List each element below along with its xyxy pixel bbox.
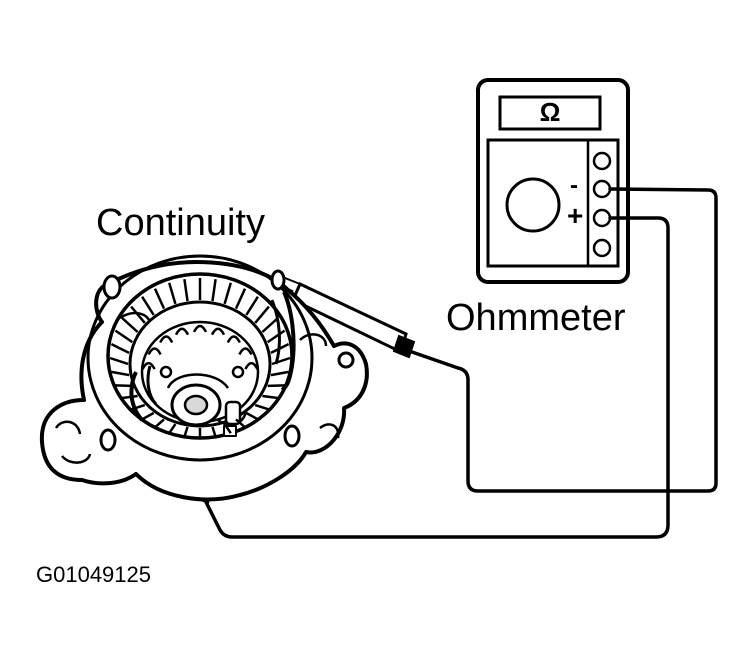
- ohmmeter: [476, 78, 630, 284]
- negative-terminal-label: -: [570, 172, 578, 199]
- positive-lead-wire: [203, 216, 670, 539]
- stator-tooth: [141, 411, 155, 421]
- stator-tooth: [211, 426, 217, 438]
- positive-terminal-label: +: [567, 200, 584, 231]
- negative-lead-wire: [410, 187, 718, 493]
- outer-ring: [86, 254, 314, 462]
- winding-lead-right: [280, 291, 296, 392]
- stator-tooth: [183, 279, 189, 302]
- ohm-unit-symbol: Ω: [539, 97, 561, 127]
- winding-loop: [174, 327, 190, 336]
- stator-tooth: [111, 370, 130, 377]
- winding-loop: [141, 361, 156, 370]
- stator-tooth: [223, 423, 232, 434]
- stator-tooth: [168, 423, 177, 434]
- stator-tooth: [271, 356, 291, 366]
- stator-tooth: [114, 329, 134, 344]
- stator-tooth: [270, 342, 290, 355]
- stator-tooth: [154, 418, 165, 429]
- stator-tooth: [130, 305, 146, 324]
- stator-tooth: [254, 403, 270, 411]
- stator-tooth: [267, 384, 285, 388]
- continuity-label: Continuity: [96, 202, 265, 244]
- stator-tooth: [266, 329, 286, 344]
- stator-tooth: [121, 394, 138, 400]
- winding-loop: [192, 324, 208, 333]
- stator-tooth: [254, 305, 270, 324]
- stator-tooth: [141, 296, 155, 316]
- ohmmeter-display: [498, 95, 602, 131]
- stator-tooth: [115, 384, 133, 388]
- stator-tooth: [211, 279, 217, 302]
- terminal-negative: [592, 179, 612, 199]
- mounting-bolts: [99, 269, 355, 452]
- winding-loop: [244, 361, 259, 370]
- figure-id-label: G01049125: [36, 562, 151, 587]
- winding-loop: [210, 327, 226, 336]
- stator-tooth: [109, 356, 129, 366]
- winding-loop: [159, 335, 174, 344]
- stator-tooth: [223, 282, 232, 305]
- terminal-bottom: [592, 238, 612, 258]
- winding-loop: [147, 347, 162, 356]
- stator-assembly: [39, 254, 369, 502]
- stator-windings: [141, 324, 259, 370]
- stator-tooth: [270, 370, 289, 377]
- stator-tooth: [183, 426, 189, 438]
- terminal-positive: [592, 208, 612, 228]
- stator-tooth: [110, 342, 130, 355]
- terminal-top: [592, 151, 612, 171]
- winding-lead-left: [129, 371, 144, 422]
- stator-tooth: [234, 288, 247, 310]
- stator-tooth: [130, 403, 146, 411]
- stator-tooth: [168, 282, 177, 305]
- stator-tooth: [261, 317, 279, 333]
- ohmmeter-label: Ohmmeter: [446, 297, 626, 339]
- stator-tooth: [262, 394, 279, 400]
- stator-tooth: [235, 418, 246, 429]
- stator-teeth: [109, 278, 291, 438]
- range-dial: [505, 177, 561, 233]
- winding-loop: [238, 347, 253, 356]
- stator-tooth: [121, 317, 139, 333]
- stator-tooth: [153, 288, 166, 310]
- stator-tooth: [245, 296, 259, 316]
- winding-loop: [226, 335, 241, 344]
- test-leads: [203, 187, 718, 539]
- stator-tooth: [245, 411, 259, 421]
